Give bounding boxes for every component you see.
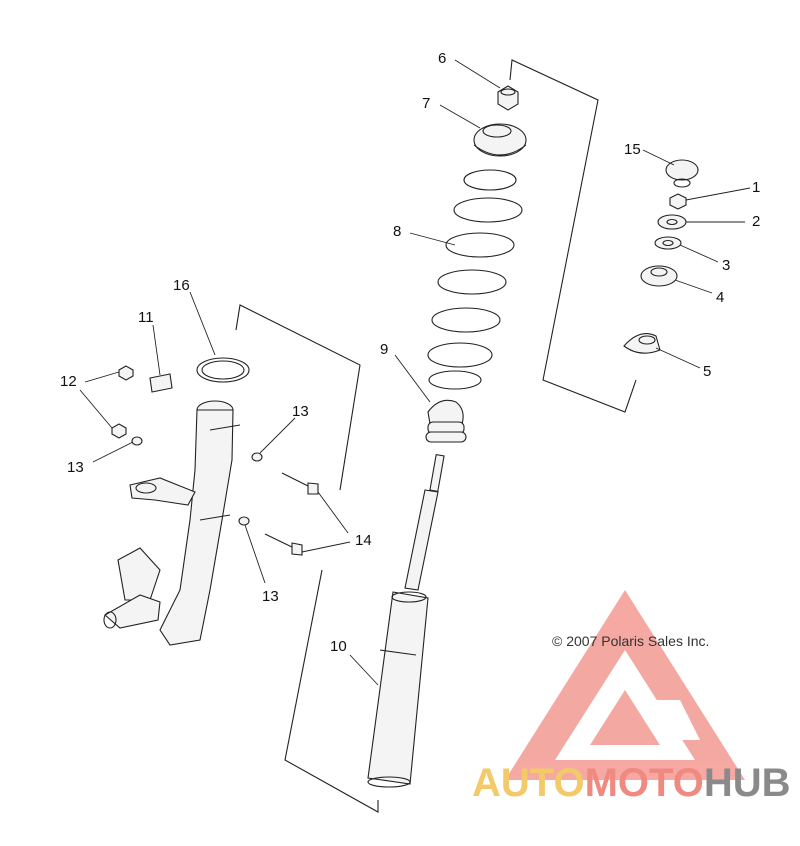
callout-16: 16 xyxy=(173,277,190,294)
svg-text:AUTOMOTOHUB: AUTOMOTOHUB xyxy=(472,761,791,805)
part-11-clip xyxy=(149,373,173,393)
callout-7: 7 xyxy=(422,95,430,112)
callout-12: 12 xyxy=(60,373,77,390)
callout-10: 10 xyxy=(330,638,347,655)
callout-11: 11 xyxy=(138,309,154,326)
callout-3: 3 xyxy=(722,257,730,274)
watermark-text: AUTOMOTOHUB xyxy=(472,761,791,805)
assembly-brackets xyxy=(235,59,637,813)
watermark-hub: HUB xyxy=(704,761,791,805)
part-12-nuts xyxy=(111,365,134,439)
callout-8: 8 xyxy=(393,223,401,240)
callout-6: 6 xyxy=(438,50,446,67)
callout-13c: 13 xyxy=(262,588,279,605)
callout-numbers: 6 7 8 9 15 1 2 3 4 5 16 11 12 13 13 14 1… xyxy=(60,50,760,655)
part-6-nut xyxy=(497,85,519,111)
part-10-shock-absorber xyxy=(367,453,445,788)
part-13-washers xyxy=(131,436,263,526)
steering-knuckle xyxy=(103,400,241,646)
part-2-washer xyxy=(657,214,687,230)
callout-13a: 13 xyxy=(67,459,84,476)
leader-lines xyxy=(79,59,751,686)
callout-1: 1 xyxy=(752,179,760,196)
callout-2: 2 xyxy=(752,213,760,230)
watermark-moto: MOTO xyxy=(585,761,704,805)
part-9-bump-stop xyxy=(425,399,467,443)
copyright-text: © 2007 Polaris Sales Inc. xyxy=(552,633,709,649)
callout-15: 15 xyxy=(624,141,641,158)
part-16-ring xyxy=(196,357,250,383)
part-15-cap xyxy=(665,159,699,188)
part-4-bushing xyxy=(640,265,678,287)
part-14-bolts xyxy=(264,472,319,556)
part-1-nut xyxy=(669,193,687,210)
part-3-washer xyxy=(654,236,682,250)
callout-13b: 13 xyxy=(292,403,309,420)
callout-4: 4 xyxy=(716,289,724,306)
part-8-coil-spring xyxy=(427,169,523,390)
watermark-logo xyxy=(505,590,745,780)
callout-5: 5 xyxy=(703,363,711,380)
part-5-mount xyxy=(623,333,661,354)
watermark-auto: AUTO xyxy=(472,761,585,805)
callout-14: 14 xyxy=(355,532,372,549)
callout-9: 9 xyxy=(380,341,388,358)
part-7-spring-seat xyxy=(473,123,527,157)
